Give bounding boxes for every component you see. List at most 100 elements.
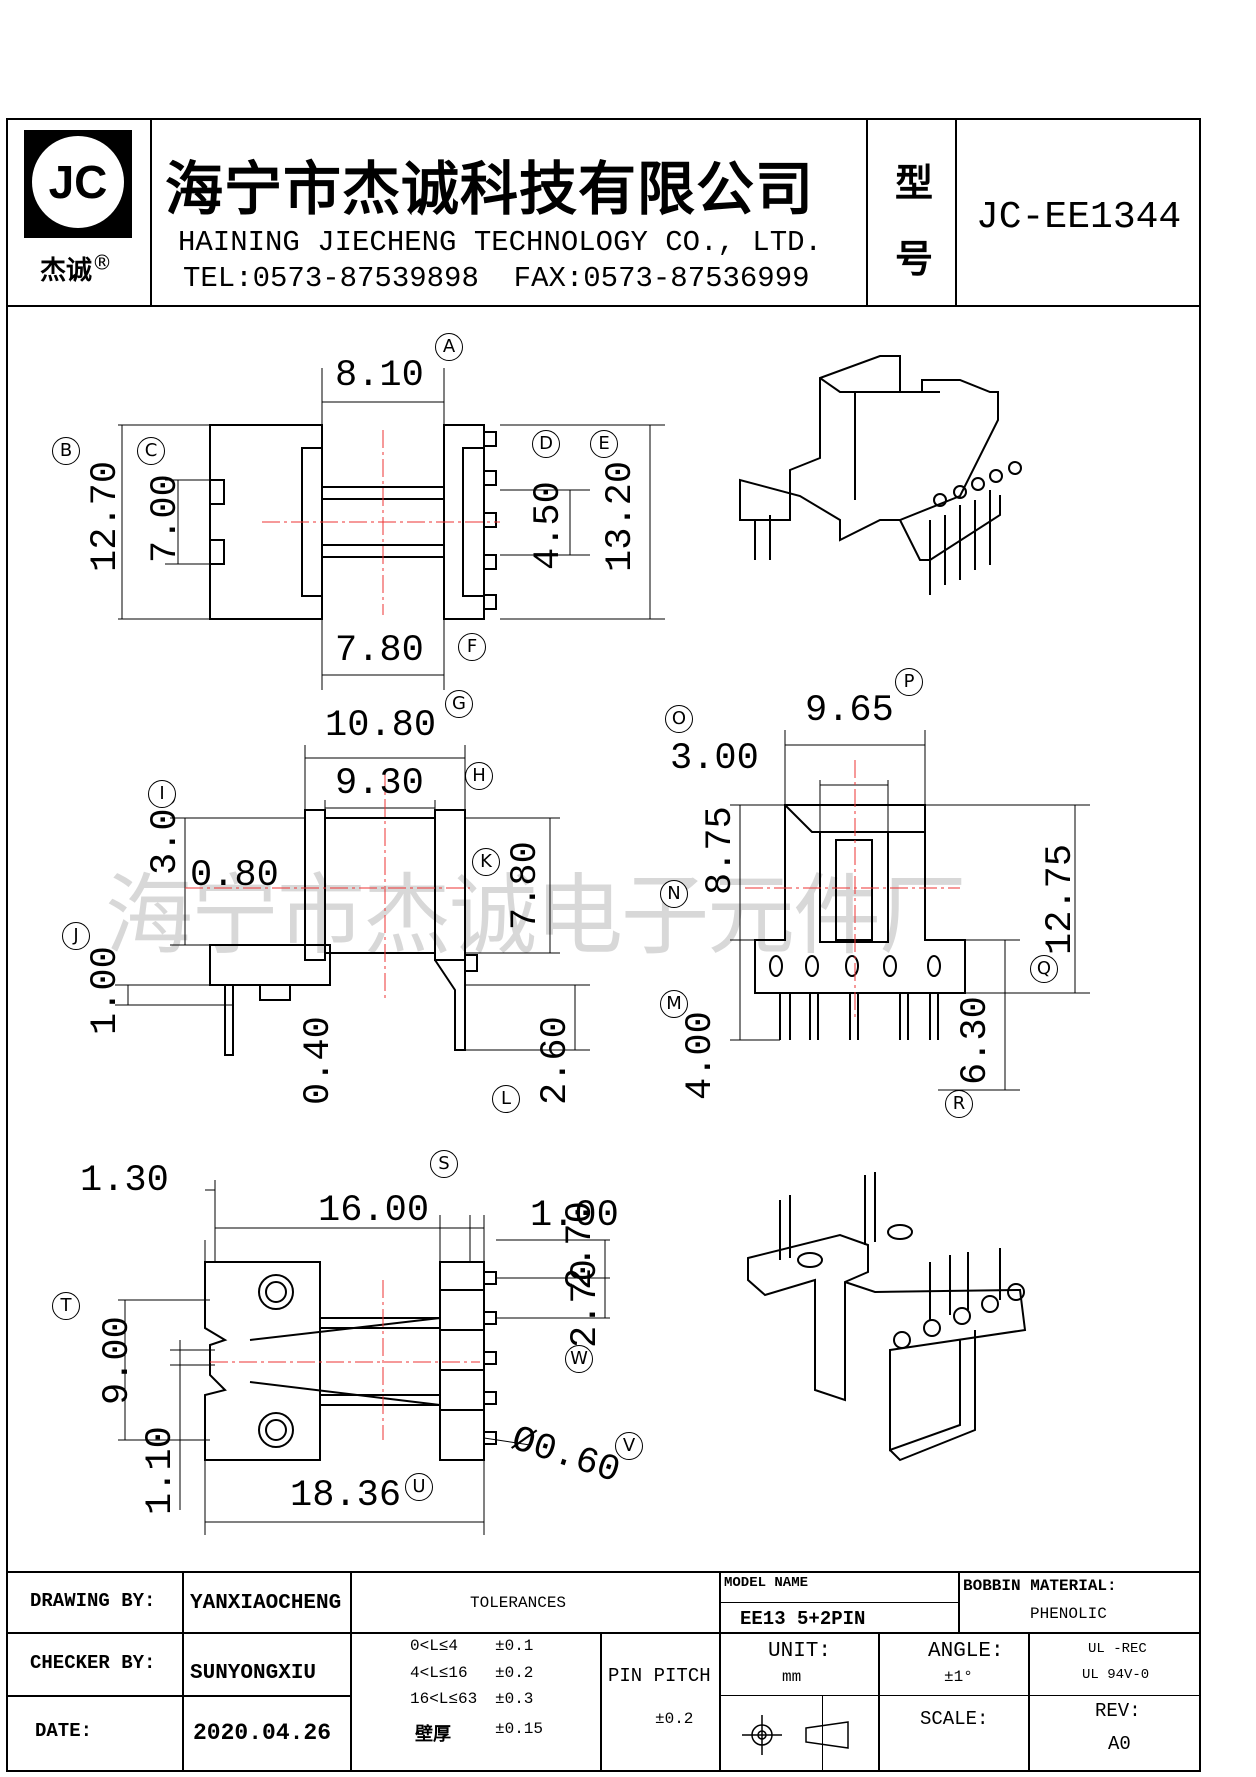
callout-h: H bbox=[465, 762, 493, 790]
dim-w2: 2.70 bbox=[565, 1259, 607, 1348]
dim-t: 9.00 bbox=[97, 1316, 139, 1405]
callout-v: V bbox=[615, 1432, 643, 1460]
drawing-by-value: YANXIAOCHENG bbox=[190, 1592, 342, 1615]
titleblock-col-7 bbox=[1028, 1632, 1030, 1772]
dim-i2: 0.80 bbox=[190, 855, 279, 897]
callout-k: K bbox=[472, 848, 500, 876]
tel: TEL:0573-87539898 bbox=[183, 262, 479, 295]
dim-g: 10.80 bbox=[325, 705, 437, 747]
titleblock-top-line bbox=[6, 1571, 1201, 1573]
logo-cn-text: 杰诚 bbox=[40, 256, 93, 286]
callout-f: F bbox=[458, 633, 486, 661]
dim-c: 7.00 bbox=[145, 474, 187, 563]
titleblock-row-line-1 bbox=[6, 1632, 1201, 1634]
titleblock-col-6 bbox=[958, 1571, 960, 1632]
titleblock-col-4 bbox=[719, 1571, 721, 1772]
callout-g: G bbox=[445, 690, 473, 718]
dim-k: 7.80 bbox=[505, 841, 547, 930]
dim-f: 7.80 bbox=[335, 630, 424, 672]
dim-s2: 1.30 bbox=[80, 1160, 169, 1202]
callout-d: D bbox=[532, 430, 560, 458]
unit-value: mm bbox=[782, 1668, 802, 1686]
model-number: JC-EE1344 bbox=[976, 196, 1182, 239]
date-value: 2020.04.26 bbox=[193, 1720, 332, 1746]
dim-e: 13.20 bbox=[600, 460, 642, 572]
titleblock-col-5 bbox=[878, 1632, 880, 1772]
ul-94v0: UL 94V-0 bbox=[1082, 1667, 1150, 1683]
dim-h: 9.30 bbox=[335, 763, 424, 805]
callout-a: A bbox=[435, 333, 463, 361]
tol-value-4: ±0.15 bbox=[495, 1720, 544, 1738]
callout-m: M bbox=[660, 990, 688, 1018]
model-name-label: MODEL NAME bbox=[724, 1575, 809, 1591]
dim-n: 8.75 bbox=[700, 806, 742, 895]
type-label-2: 号 bbox=[895, 237, 934, 281]
checker-by-label: CHECKER BY: bbox=[30, 1652, 156, 1674]
callout-p: P bbox=[895, 668, 923, 696]
company-logo: JC bbox=[24, 130, 132, 238]
titleblock-thin-3 bbox=[822, 1695, 823, 1772]
unit-label: UNIT: bbox=[768, 1640, 832, 1663]
dim-l: 2.60 bbox=[535, 1016, 577, 1105]
dim-l2: 0.40 bbox=[298, 1016, 340, 1105]
company-name-en: HAINING JIECHENG TECHNOLOGY CO., LTD. bbox=[178, 226, 822, 259]
dim-a: 8.10 bbox=[335, 355, 424, 397]
dim-o: 3.00 bbox=[670, 738, 759, 780]
callout-j: J bbox=[62, 922, 90, 950]
dim-q: 12.75 bbox=[1040, 843, 1082, 955]
dim-r: 6.30 bbox=[955, 996, 997, 1085]
drawing-by-label: DRAWING BY: bbox=[30, 1590, 156, 1612]
dim-d: 4.50 bbox=[528, 481, 570, 570]
bobbin-material-label: BOBBIN MATERIAL: bbox=[963, 1577, 1117, 1595]
rev-value: A0 bbox=[1108, 1733, 1131, 1755]
checker-by-value: SUNYONGXIU bbox=[190, 1662, 317, 1685]
registered-mark: ® bbox=[92, 250, 113, 275]
callout-e: E bbox=[590, 430, 618, 458]
callout-o: O bbox=[665, 705, 693, 733]
dim-p: 9.65 bbox=[805, 690, 894, 732]
header-divider-1 bbox=[150, 118, 152, 305]
tolerances-label: TOLERANCES bbox=[470, 1594, 567, 1612]
dim-s3: 1.00 bbox=[530, 1195, 619, 1237]
model-name-value: EE13 5+2PIN bbox=[740, 1608, 866, 1630]
callout-c: C bbox=[137, 437, 165, 465]
fax: FAX:0573-87536999 bbox=[513, 262, 810, 295]
callout-s: S bbox=[430, 1150, 458, 1178]
pin-pitch-value: ±0.2 bbox=[655, 1710, 694, 1728]
titleblock-col-3 bbox=[600, 1632, 602, 1772]
callout-u: U bbox=[405, 1473, 433, 1501]
contact-line: TEL:0573-87539898 FAX:0573-87536999 bbox=[183, 262, 810, 295]
scale-label: SCALE: bbox=[920, 1708, 989, 1730]
dim-t2: 1.10 bbox=[140, 1426, 182, 1515]
dim-j: 1.00 bbox=[85, 946, 127, 1035]
tol-value-2: ±0.2 bbox=[495, 1664, 534, 1682]
tol-range-3: 16<L≤63 bbox=[410, 1690, 478, 1708]
company-name-cn: 海宁市杰诚科技有限公司 bbox=[165, 155, 815, 223]
callout-n: N bbox=[660, 880, 688, 908]
titleblock-thin-1 bbox=[719, 1602, 958, 1603]
type-label-1: 型 bbox=[895, 161, 934, 205]
rev-label: REV: bbox=[1095, 1700, 1141, 1722]
titleblock-thin-2 bbox=[719, 1695, 1201, 1696]
dim-s: 16.00 bbox=[318, 1190, 430, 1232]
header-bottom-line bbox=[6, 305, 1201, 307]
titleblock-col-2 bbox=[350, 1571, 352, 1772]
dim-m: 4.00 bbox=[680, 1011, 722, 1100]
logo-chinese-name: 杰诚® bbox=[40, 250, 112, 287]
dim-b: 12.70 bbox=[85, 460, 127, 572]
tol-value-1: ±0.1 bbox=[495, 1637, 534, 1655]
watermark: 海宁市杰诚电子元件厂 bbox=[105, 864, 967, 967]
callout-q: Q bbox=[1030, 955, 1058, 983]
angle-value: ±1° bbox=[944, 1668, 973, 1686]
date-label: DATE: bbox=[35, 1720, 93, 1742]
callout-w: W bbox=[565, 1345, 593, 1373]
callout-b: B bbox=[52, 437, 80, 465]
dim-u: 18.36 bbox=[290, 1475, 402, 1517]
tol-range-2: 4<L≤16 bbox=[410, 1664, 468, 1682]
header-divider-3 bbox=[955, 118, 957, 305]
drawing-frame bbox=[6, 118, 1201, 1772]
logo-circle: JC bbox=[32, 136, 124, 228]
header-divider-2 bbox=[866, 118, 868, 305]
titleblock-row-line-2 bbox=[6, 1695, 350, 1697]
titleblock-col-1 bbox=[182, 1571, 184, 1772]
